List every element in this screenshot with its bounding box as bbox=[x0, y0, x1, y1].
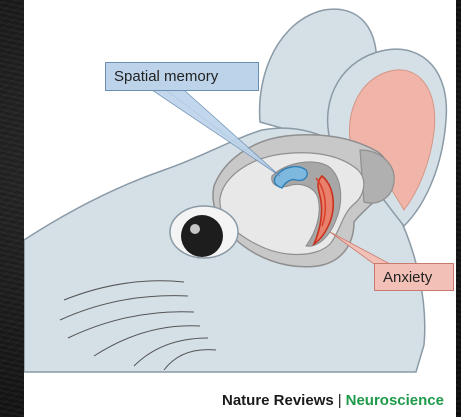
figure-panel: Spatial memory Anxiety Nature Reviews|Ne… bbox=[24, 0, 456, 417]
credit-separator: | bbox=[334, 392, 346, 409]
spatial-memory-label: Spatial memory bbox=[105, 62, 259, 91]
anxiety-label: Anxiety bbox=[374, 263, 454, 291]
journal-name: Nature Reviews bbox=[222, 392, 334, 409]
journal-field: Neuroscience bbox=[346, 392, 444, 409]
eye bbox=[181, 215, 223, 257]
journal-credit: Nature Reviews|Neuroscience bbox=[222, 392, 444, 409]
eye-highlight bbox=[190, 224, 200, 234]
